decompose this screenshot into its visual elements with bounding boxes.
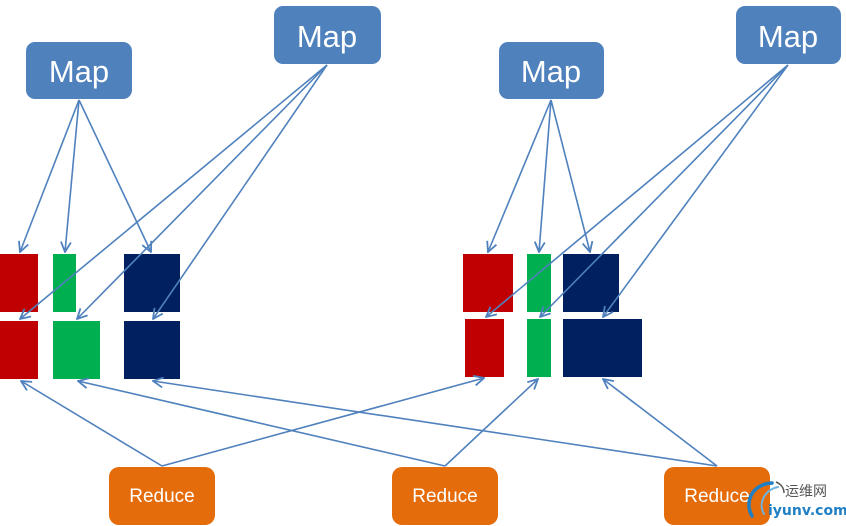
partition-block-red	[463, 254, 513, 312]
map-node-label: Map	[297, 19, 357, 54]
map-node-label: Map	[49, 54, 109, 89]
arrow-map3-green	[539, 99, 552, 252]
arrow-map2-green	[77, 64, 328, 319]
map-node: Map	[499, 42, 604, 99]
partition-block-green	[527, 319, 551, 377]
arrow-map3-red	[488, 99, 552, 252]
arrow-reduce1-g1-red	[21, 381, 163, 467]
map-node-label: Map	[758, 19, 818, 54]
arrow-map3-navy	[550, 99, 590, 252]
map-node: Map	[26, 42, 132, 99]
partition-block-green	[527, 254, 551, 312]
reduce-node: Reduce	[109, 467, 215, 525]
watermark-logo-icon	[747, 481, 785, 518]
map-node: Map	[736, 6, 841, 64]
arrow-map4-green	[540, 64, 789, 317]
partition-block-navy	[124, 254, 180, 312]
arrow-map4-red	[486, 64, 789, 317]
map-node: Map	[274, 6, 381, 64]
arrow-map1-green	[65, 99, 80, 252]
partition-block-red	[0, 321, 38, 379]
arrow-map2-red	[20, 64, 328, 319]
arrow-map2-navy	[153, 64, 328, 319]
arrow-reduce2-g1-green	[78, 381, 446, 467]
arrow-map1-red	[20, 99, 80, 252]
map-node-box	[499, 42, 604, 99]
reduce-node-label: Reduce	[412, 486, 478, 507]
arrow-map4-navy	[603, 64, 789, 317]
partition-block-red	[0, 254, 38, 312]
arrow-reduce3-g1-navy	[153, 381, 718, 467]
reduce-node-box	[664, 467, 770, 525]
map-arrows	[20, 64, 789, 319]
partition-block-navy	[563, 254, 619, 312]
partition-block-navy	[563, 319, 642, 377]
arrow-map1-navy	[78, 99, 151, 252]
partition-block-navy	[124, 321, 180, 379]
partition-block-red	[465, 319, 504, 377]
partition-block-green	[53, 321, 100, 379]
reduce-node-box	[392, 467, 498, 525]
watermark-cn-text: 运维网	[785, 484, 827, 500]
map-node-box	[26, 42, 132, 99]
node-group-2	[463, 254, 642, 377]
reduce-arrows	[21, 378, 718, 467]
node-group-1	[0, 254, 180, 379]
watermark: 运维网 iyunv.com	[747, 481, 846, 519]
map-node-label: Map	[521, 54, 581, 89]
map-node-box	[274, 6, 381, 64]
map-node-box	[736, 6, 841, 64]
reduce-node: Reduce	[392, 467, 498, 525]
reduce-node-label: Reduce	[684, 486, 750, 507]
arrow-reduce3-g2-navy	[603, 379, 718, 467]
arrow-reduce1-g2-red	[161, 378, 484, 467]
reduce-node-box	[109, 467, 215, 525]
arrow-reduce2-g2-green	[444, 379, 538, 467]
watermark-en-text: iyunv.com	[768, 503, 846, 519]
reduce-node: Reduce	[664, 467, 770, 525]
reduce-node-label: Reduce	[129, 486, 195, 507]
